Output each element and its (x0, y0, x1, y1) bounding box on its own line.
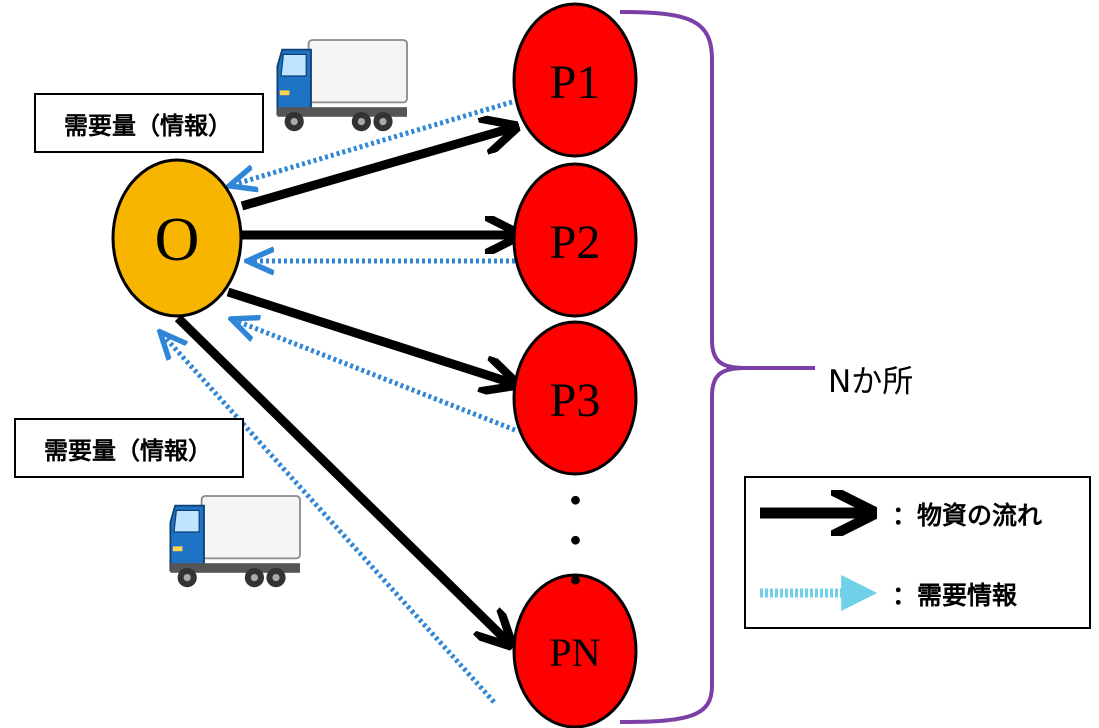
demand-arrow-p1 (232, 99, 513, 185)
demand-arrow-p3 (234, 320, 516, 433)
truck-icon (169, 495, 301, 589)
location-count-label: Nか所 (828, 364, 913, 400)
material-arrow-pn (174, 314, 508, 642)
demand-label-bottom: 需要量（情報） (14, 418, 244, 478)
material-arrow-p3 (226, 287, 512, 383)
destination-label-p1: P1 (550, 56, 601, 109)
svg-text:需要量（情報）: 需要量（情報） (64, 112, 232, 140)
svg-text:需要量（情報）: 需要量（情報） (44, 437, 212, 465)
destination-node-p1: P1 (512, 2, 638, 158)
destination-label-p3: P3 (550, 374, 601, 427)
origin-node: O (111, 158, 243, 318)
destination-label-p2: P2 (550, 216, 601, 269)
destination-node-p2: P2 (512, 162, 638, 318)
legend-demand-label: ：需要情報 (892, 581, 1018, 610)
destination-node-p3: P3 (512, 320, 638, 476)
origin-label: O (155, 206, 200, 274)
destination-label-pn: PN (549, 630, 600, 675)
demand-arrow-pn (162, 334, 496, 704)
demand-label-top: 需要量（情報） (34, 93, 264, 153)
legend-material-label: ：物資の流れ (892, 501, 1042, 530)
material-arrow-p1 (240, 128, 512, 211)
right-bracket (619, 10, 815, 724)
legend: ：物資の流れ ：需要情報 (744, 476, 1091, 629)
destination-node-pn: PN (512, 573, 638, 728)
truck-icon (276, 39, 408, 133)
vertical-ellipsis: ・・・ (552, 482, 593, 602)
